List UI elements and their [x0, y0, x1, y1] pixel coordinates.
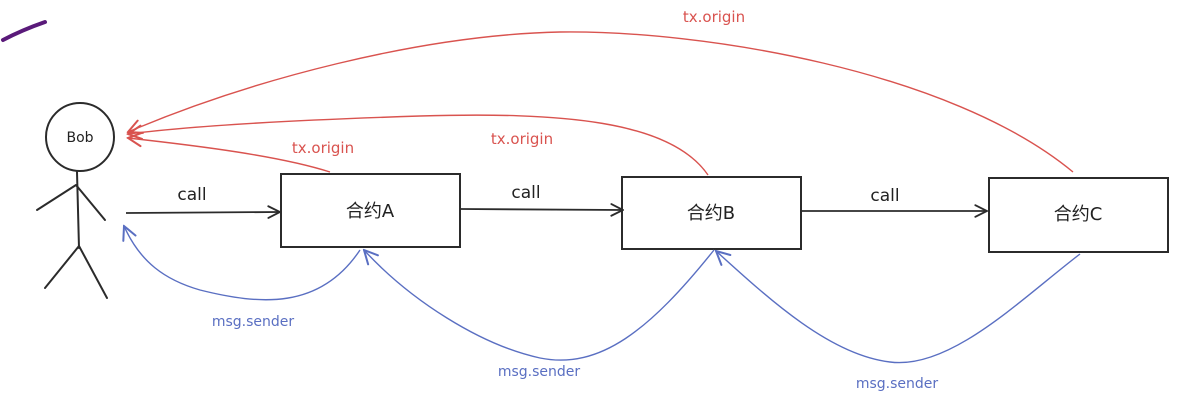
tx-origin-label-c: tx.origin	[683, 8, 745, 26]
msg-sender-arrow-c	[716, 251, 1081, 364]
actor-head	[45, 102, 115, 172]
call-label-3: call	[870, 186, 899, 206]
actor-legs	[44, 245, 108, 299]
actor-body	[76, 171, 80, 249]
contract-c-label: 合约C	[1054, 204, 1103, 225]
call-label-1: call	[177, 185, 206, 205]
tx-origin-arrow-b	[128, 114, 709, 176]
contract-b-label: 合约B	[687, 203, 735, 224]
call-arrow-a-to-b	[460, 209, 623, 210]
msg-sender-arrow-a	[124, 226, 361, 301]
contract-b: 合约B	[621, 176, 802, 250]
msg-sender-label-c: msg.sender	[856, 376, 939, 392]
msg-sender-label-b: msg.sender	[498, 364, 581, 380]
msg-sender-label-a: msg.sender	[212, 314, 295, 330]
tx-origin-label-b: tx.origin	[491, 130, 553, 148]
msg-sender-arrow-b	[364, 250, 715, 361]
actor-name: Bob	[66, 130, 93, 146]
contract-c: 合约C	[988, 177, 1169, 253]
contract-a: 合约A	[280, 173, 461, 248]
actor-bob: Bob	[36, 102, 115, 299]
call-label-2: call	[511, 183, 540, 203]
actor-arms	[36, 184, 106, 221]
pen-mark	[1, 20, 47, 42]
contract-a-label: 合约A	[346, 201, 395, 222]
tx-origin-arrow-c	[128, 31, 1074, 173]
tx-origin-arrow-a	[128, 138, 331, 173]
tx-origin-label-a: tx.origin	[292, 139, 354, 157]
call-arrow-bob-to-a	[125, 212, 280, 213]
